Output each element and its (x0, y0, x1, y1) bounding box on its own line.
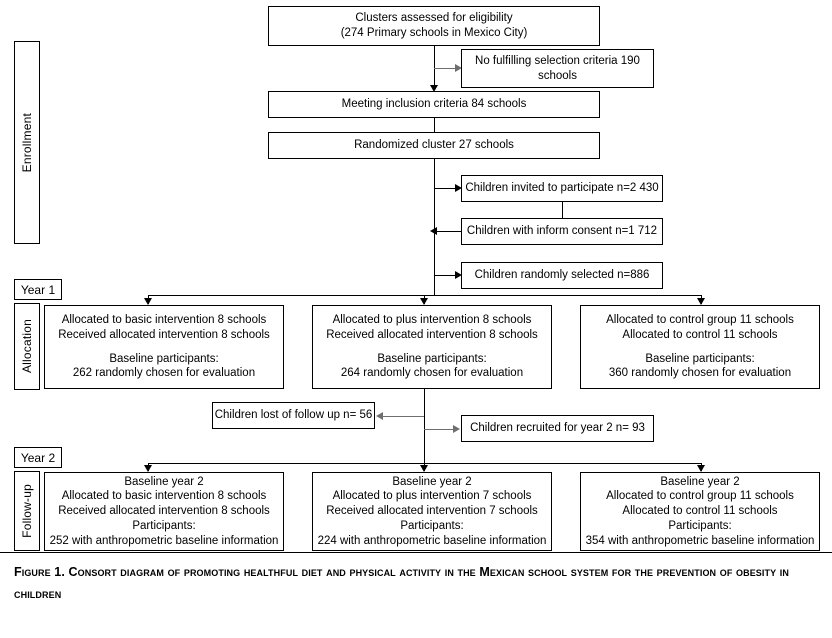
stage-label-enrollment-text: Enrollment (20, 112, 34, 173)
connector-assessed-to-inclusion (434, 46, 435, 87)
node-allocation-plus-line1: Allocated to plus intervention 8 schools (332, 314, 532, 327)
year-marker-year2-text: Year 2 (20, 450, 56, 465)
node-allocation-plus-line2: Received allocated intervention 8 school… (326, 328, 538, 341)
connector-assessed-to-excluded (434, 68, 459, 69)
arrow-left-to-spine (430, 227, 437, 235)
node-lost-followup-text: Children lost of follow up n= 56 (214, 409, 373, 422)
figure-caption: Figure 1. Consort diagram of promoting h… (14, 565, 789, 601)
node-allocation-control: Allocated to control group 11 schools Al… (580, 305, 820, 389)
node-allocation-basic-line4: 262 randomly chosen for evaluation (72, 367, 256, 380)
node-followup-basic: Baseline year 2 Allocated to basic inter… (44, 472, 284, 551)
node-clusters-assessed-line1: Clusters assessed for eligibility (355, 12, 513, 25)
node-randomized-cluster: Randomized cluster 27 schools (268, 132, 600, 159)
node-followup-plus: Baseline year 2 Allocated to plus interv… (312, 472, 552, 551)
arrow-down-followup-plus (420, 465, 428, 472)
node-inform-consent-text: Children with inform consent n=1 712 (466, 225, 658, 238)
node-allocation-plus-line4: 264 randomly chosen for evaluation (340, 367, 524, 380)
node-randomized-cluster-text: Randomized cluster 27 schools (354, 139, 514, 152)
node-meeting-inclusion-text: Meeting inclusion criteria 84 schools (341, 98, 527, 111)
node-clusters-assessed-line2: (274 Primary schools in Mexico City) (340, 27, 528, 39)
node-followup-basic-line3: Received allocated intervention 8 school… (58, 505, 270, 518)
year-marker-year1-text: Year 1 (20, 282, 56, 297)
stage-label-followup: Follow-up (14, 471, 40, 551)
node-followup-control-line4: Participants: (668, 519, 732, 532)
node-followup-basic-line2: Allocated to basic intervention 8 school… (61, 490, 267, 503)
node-followup-plus-line1: Baseline year 2 (392, 475, 472, 488)
connector-spine-transition (424, 389, 425, 463)
node-allocation-control-line2: Allocated to control 11 schools (622, 328, 778, 341)
node-followup-basic-line4: Participants: (132, 519, 196, 532)
arrow-down-allocation-plus (420, 298, 428, 305)
arrow-right-to-invited (455, 184, 462, 192)
arrow-right-to-selected (455, 271, 462, 279)
node-followup-control-line3: Allocated to control 11 schools (622, 505, 778, 518)
node-excluded-schools-line2: schools (538, 69, 577, 82)
connector-consent-to-spine (434, 231, 461, 232)
node-allocation-plus: Allocated to plus intervention 8 schools… (312, 305, 552, 389)
arrow-down-followup-basic (144, 465, 152, 472)
year-marker-year1: Year 1 (14, 279, 62, 300)
node-followup-control-line2: Allocated to control group 11 schools (606, 490, 794, 503)
node-followup-basic-line5: 252 with anthropometric baseline informa… (49, 534, 279, 547)
node-children-invited: Children invited to participate n=2 430 (461, 175, 663, 202)
node-randomly-selected: Children randomly selected n=886 (461, 262, 663, 289)
arrow-down-allocation-control (697, 298, 705, 305)
stage-label-enrollment: Enrollment (14, 41, 40, 244)
arrow-down-allocation-basic (144, 298, 152, 305)
node-allocation-basic-line3: Baseline participants: (109, 352, 219, 365)
node-randomly-selected-text: Children randomly selected n=886 (474, 269, 650, 282)
node-allocation-control-line1: Allocated to control group 11 schools (606, 314, 794, 327)
node-followup-plus-line5: 224 with anthropometric baseline informa… (317, 534, 547, 547)
arrow-left-to-lost (376, 412, 383, 420)
arrow-right-to-excluded (455, 64, 462, 72)
node-excluded-schools: No fulfilling selection criteria 190 sch… (461, 49, 654, 88)
arrow-down-to-inclusion (430, 85, 438, 92)
node-allocation-basic: Allocated to basic intervention 8 school… (44, 305, 284, 389)
node-excluded-schools-line1: No fulfilling selection criteria 190 (475, 54, 640, 67)
node-allocation-basic-line2: Received allocated intervention 8 school… (58, 328, 270, 341)
node-children-invited-text: Children invited to participate n=2 430 (465, 182, 659, 195)
node-followup-control-line5: 354 with anthropometric baseline informa… (585, 534, 815, 547)
stage-label-followup-text: Follow-up (20, 484, 34, 538)
node-followup-control-line1: Baseline year 2 (660, 475, 740, 488)
node-allocation-plus-line3: Baseline participants: (377, 352, 487, 365)
node-followup-control: Baseline year 2 Allocated to control gro… (580, 472, 820, 551)
node-allocation-control-line4: 360 randomly chosen for evaluation (608, 367, 792, 380)
node-followup-plus-line2: Allocated to plus intervention 7 schools (332, 490, 532, 503)
node-followup-plus-line3: Received allocated intervention 7 school… (326, 505, 538, 518)
connector-spine-to-selected (434, 275, 459, 276)
node-followup-basic-line1: Baseline year 2 (124, 475, 204, 488)
connector-inclusion-to-randomized (434, 118, 435, 132)
connector-spine-to-invited (434, 188, 459, 189)
node-recruited-year2: Children recruited for year 2 n= 93 (461, 415, 654, 442)
node-inform-consent: Children with inform consent n=1 712 (461, 218, 663, 245)
node-clusters-assessed: Clusters assessed for eligibility (274 P… (268, 6, 600, 46)
node-recruited-year2-text: Children recruited for year 2 n= 93 (470, 422, 645, 435)
node-lost-followup: Children lost of follow up n= 56 (212, 402, 375, 429)
figure-divider-rule (0, 552, 832, 553)
node-followup-plus-line4: Participants: (400, 519, 464, 532)
arrow-right-to-recruited (453, 425, 460, 433)
arrow-down-followup-control (697, 465, 705, 472)
year-marker-year2: Year 2 (14, 447, 62, 468)
node-allocation-control-line3: Baseline participants: (645, 352, 755, 365)
node-meeting-inclusion: Meeting inclusion criteria 84 schools (268, 91, 600, 118)
stage-label-allocation: Allocation (14, 303, 40, 390)
connector-invited-to-consent (562, 202, 563, 218)
node-allocation-basic-line1: Allocated to basic intervention 8 school… (61, 314, 267, 327)
connector-spine-to-recruited (424, 429, 457, 430)
stage-label-allocation-text: Allocation (20, 319, 34, 374)
connector-spine-to-lost (380, 416, 424, 417)
